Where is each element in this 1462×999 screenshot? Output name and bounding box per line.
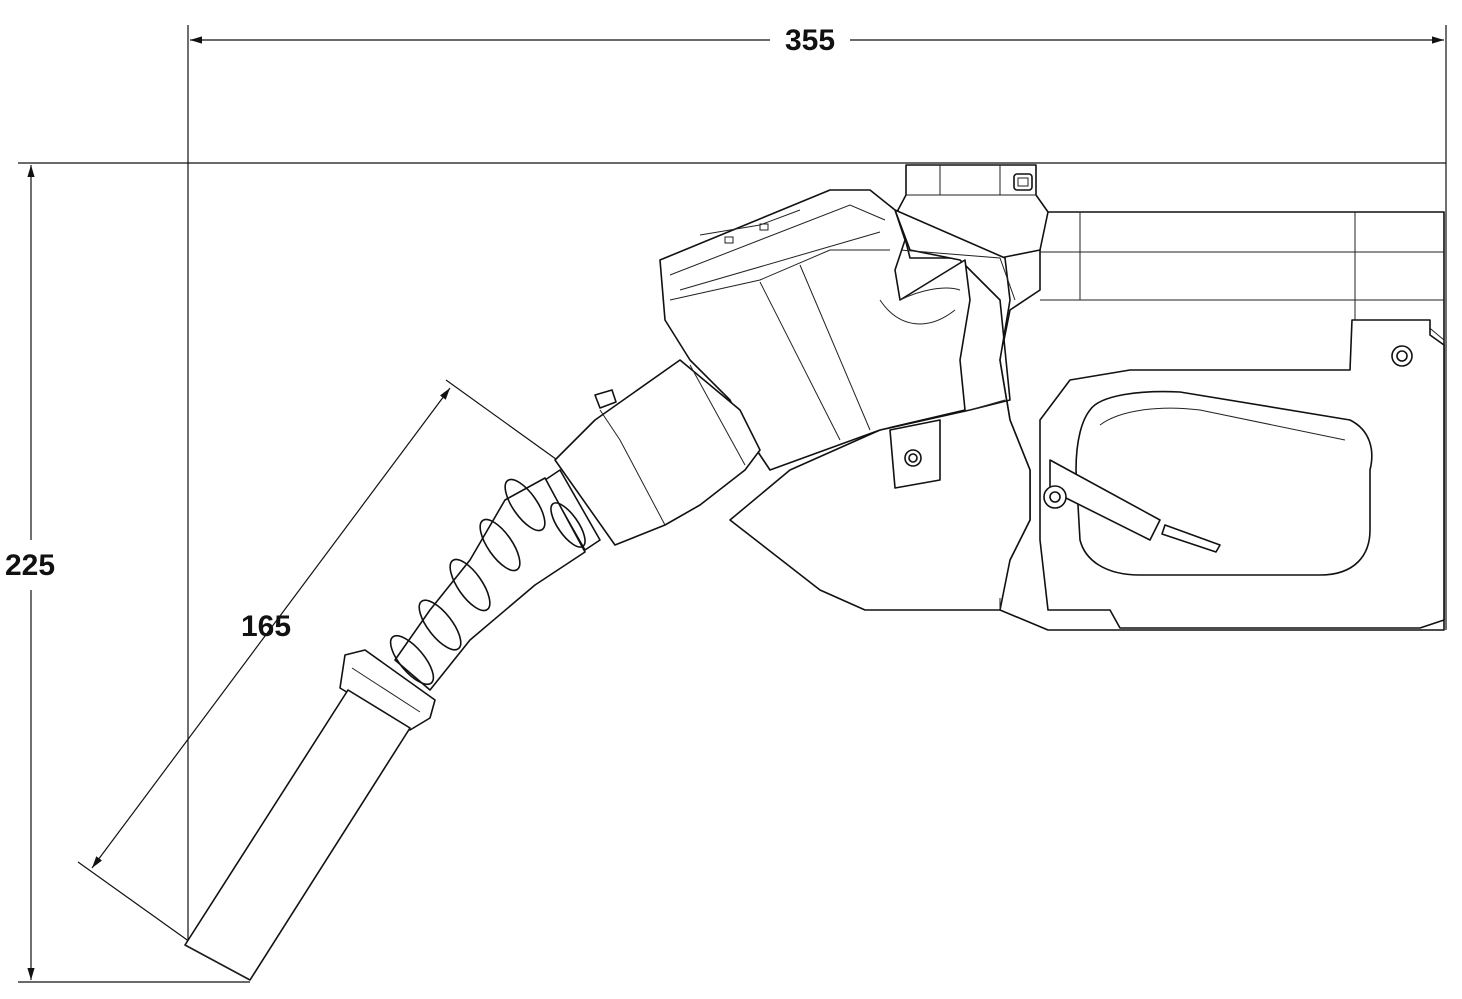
- overall-height-label: 225: [5, 549, 55, 582]
- spout-tube: [184, 649, 436, 981]
- dimension-spout-length: 165: [77, 379, 561, 943]
- nozzle-handle: [999, 211, 1445, 631]
- spout-collar: [554, 359, 761, 546]
- nozzle-head: [659, 189, 971, 471]
- spout-length-label: 165: [241, 610, 291, 643]
- spout-spring: [389, 469, 601, 691]
- overall-length-label: 355: [785, 24, 835, 57]
- dimension-overall-height: 225: [5, 162, 1446, 983]
- valve-body: [729, 209, 1031, 611]
